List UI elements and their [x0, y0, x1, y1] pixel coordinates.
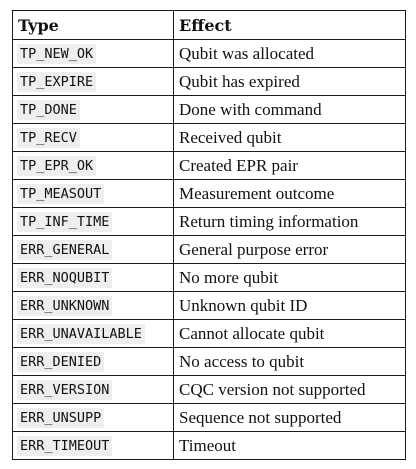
type-code: TP_EXPIRE — [17, 71, 97, 92]
effect-cell: Return timing information — [173, 207, 406, 236]
type-cell: ERR_UNKNOWN — [12, 291, 174, 320]
type-cell: ERR_UNAVAILABLE — [12, 319, 174, 348]
type-code: ERR_VERSION — [17, 379, 113, 400]
type-cell: TP_MEASOUT — [12, 179, 174, 208]
type-cell: ERR_UNSUPP — [12, 403, 174, 432]
type-column-header: Type — [12, 10, 174, 40]
effect-cell: Done with command — [173, 95, 406, 124]
table-row: TP_INF_TIME Return timing information — [12, 207, 406, 236]
table-row: ERR_GENERAL General purpose error — [12, 235, 406, 264]
table-row: ERR_UNAVAILABLE Cannot allocate qubit — [12, 319, 406, 348]
type-code: ERR_GENERAL — [17, 239, 113, 260]
type-cell: TP_EXPIRE — [12, 67, 174, 96]
table-row: ERR_VERSION CQC version not supported — [12, 375, 406, 404]
type-cell: TP_RECV — [12, 123, 174, 152]
effect-cell: Cannot allocate qubit — [173, 319, 406, 348]
effect-cell: No more qubit — [173, 263, 406, 292]
message-type-table: Type Effect TP_NEW_OK Qubit was allocate… — [12, 10, 406, 460]
effect-cell: Timeout — [173, 431, 406, 460]
table-row: ERR_TIMEOUT Timeout — [12, 431, 406, 460]
type-code: ERR_UNAVAILABLE — [17, 323, 145, 344]
effect-cell: Unknown qubit ID — [173, 291, 406, 320]
table-row: TP_NEW_OK Qubit was allocated — [12, 39, 406, 68]
type-code: ERR_UNKNOWN — [17, 295, 113, 316]
effect-cell: CQC version not supported — [173, 375, 406, 404]
type-code: TP_INF_TIME — [17, 211, 113, 232]
effect-cell: Received qubit — [173, 123, 406, 152]
type-cell: TP_EPR_OK — [12, 151, 174, 180]
type-code: ERR_TIMEOUT — [17, 435, 113, 456]
effect-column-header: Effect — [173, 10, 406, 40]
effect-cell: Created EPR pair — [173, 151, 406, 180]
type-cell: ERR_DENIED — [12, 347, 174, 376]
table-row: ERR_NOQUBIT No more qubit — [12, 263, 406, 292]
effect-cell: General purpose error — [173, 235, 406, 264]
table-row: TP_RECV Received qubit — [12, 123, 406, 152]
type-code: ERR_DENIED — [17, 351, 105, 372]
table-header: Type Effect — [12, 10, 406, 40]
effect-cell: Sequence not supported — [173, 403, 406, 432]
table-row: TP_MEASOUT Measurement outcome — [12, 179, 406, 208]
type-code: TP_MEASOUT — [17, 183, 105, 204]
header-row: Type Effect — [12, 10, 406, 40]
type-cell: ERR_GENERAL — [12, 235, 174, 264]
effect-cell: Qubit has expired — [173, 67, 406, 96]
table-row: TP_EPR_OK Created EPR pair — [12, 151, 406, 180]
type-code: TP_DONE — [17, 99, 80, 120]
type-code: TP_EPR_OK — [17, 155, 97, 176]
effect-cell: Measurement outcome — [173, 179, 406, 208]
table-row: ERR_UNSUPP Sequence not supported — [12, 403, 406, 432]
table-row: TP_DONE Done with command — [12, 95, 406, 124]
type-cell: ERR_TIMEOUT — [12, 431, 174, 460]
type-cell: TP_INF_TIME — [12, 207, 174, 236]
table-body: TP_NEW_OK Qubit was allocated TP_EXPIRE … — [12, 39, 406, 460]
type-cell: TP_DONE — [12, 95, 174, 124]
type-cell: TP_NEW_OK — [12, 39, 174, 68]
table-row: ERR_DENIED No access to qubit — [12, 347, 406, 376]
type-cell: ERR_VERSION — [12, 375, 174, 404]
effect-cell: Qubit was allocated — [173, 39, 406, 68]
type-cell: ERR_NOQUBIT — [12, 263, 174, 292]
effect-cell: No access to qubit — [173, 347, 406, 376]
table-row: ERR_UNKNOWN Unknown qubit ID — [12, 291, 406, 320]
type-code: TP_RECV — [17, 127, 80, 148]
type-code: ERR_UNSUPP — [17, 407, 105, 428]
table-row: TP_EXPIRE Qubit has expired — [12, 67, 406, 96]
type-code: ERR_NOQUBIT — [17, 267, 113, 288]
type-code: TP_NEW_OK — [17, 43, 97, 64]
